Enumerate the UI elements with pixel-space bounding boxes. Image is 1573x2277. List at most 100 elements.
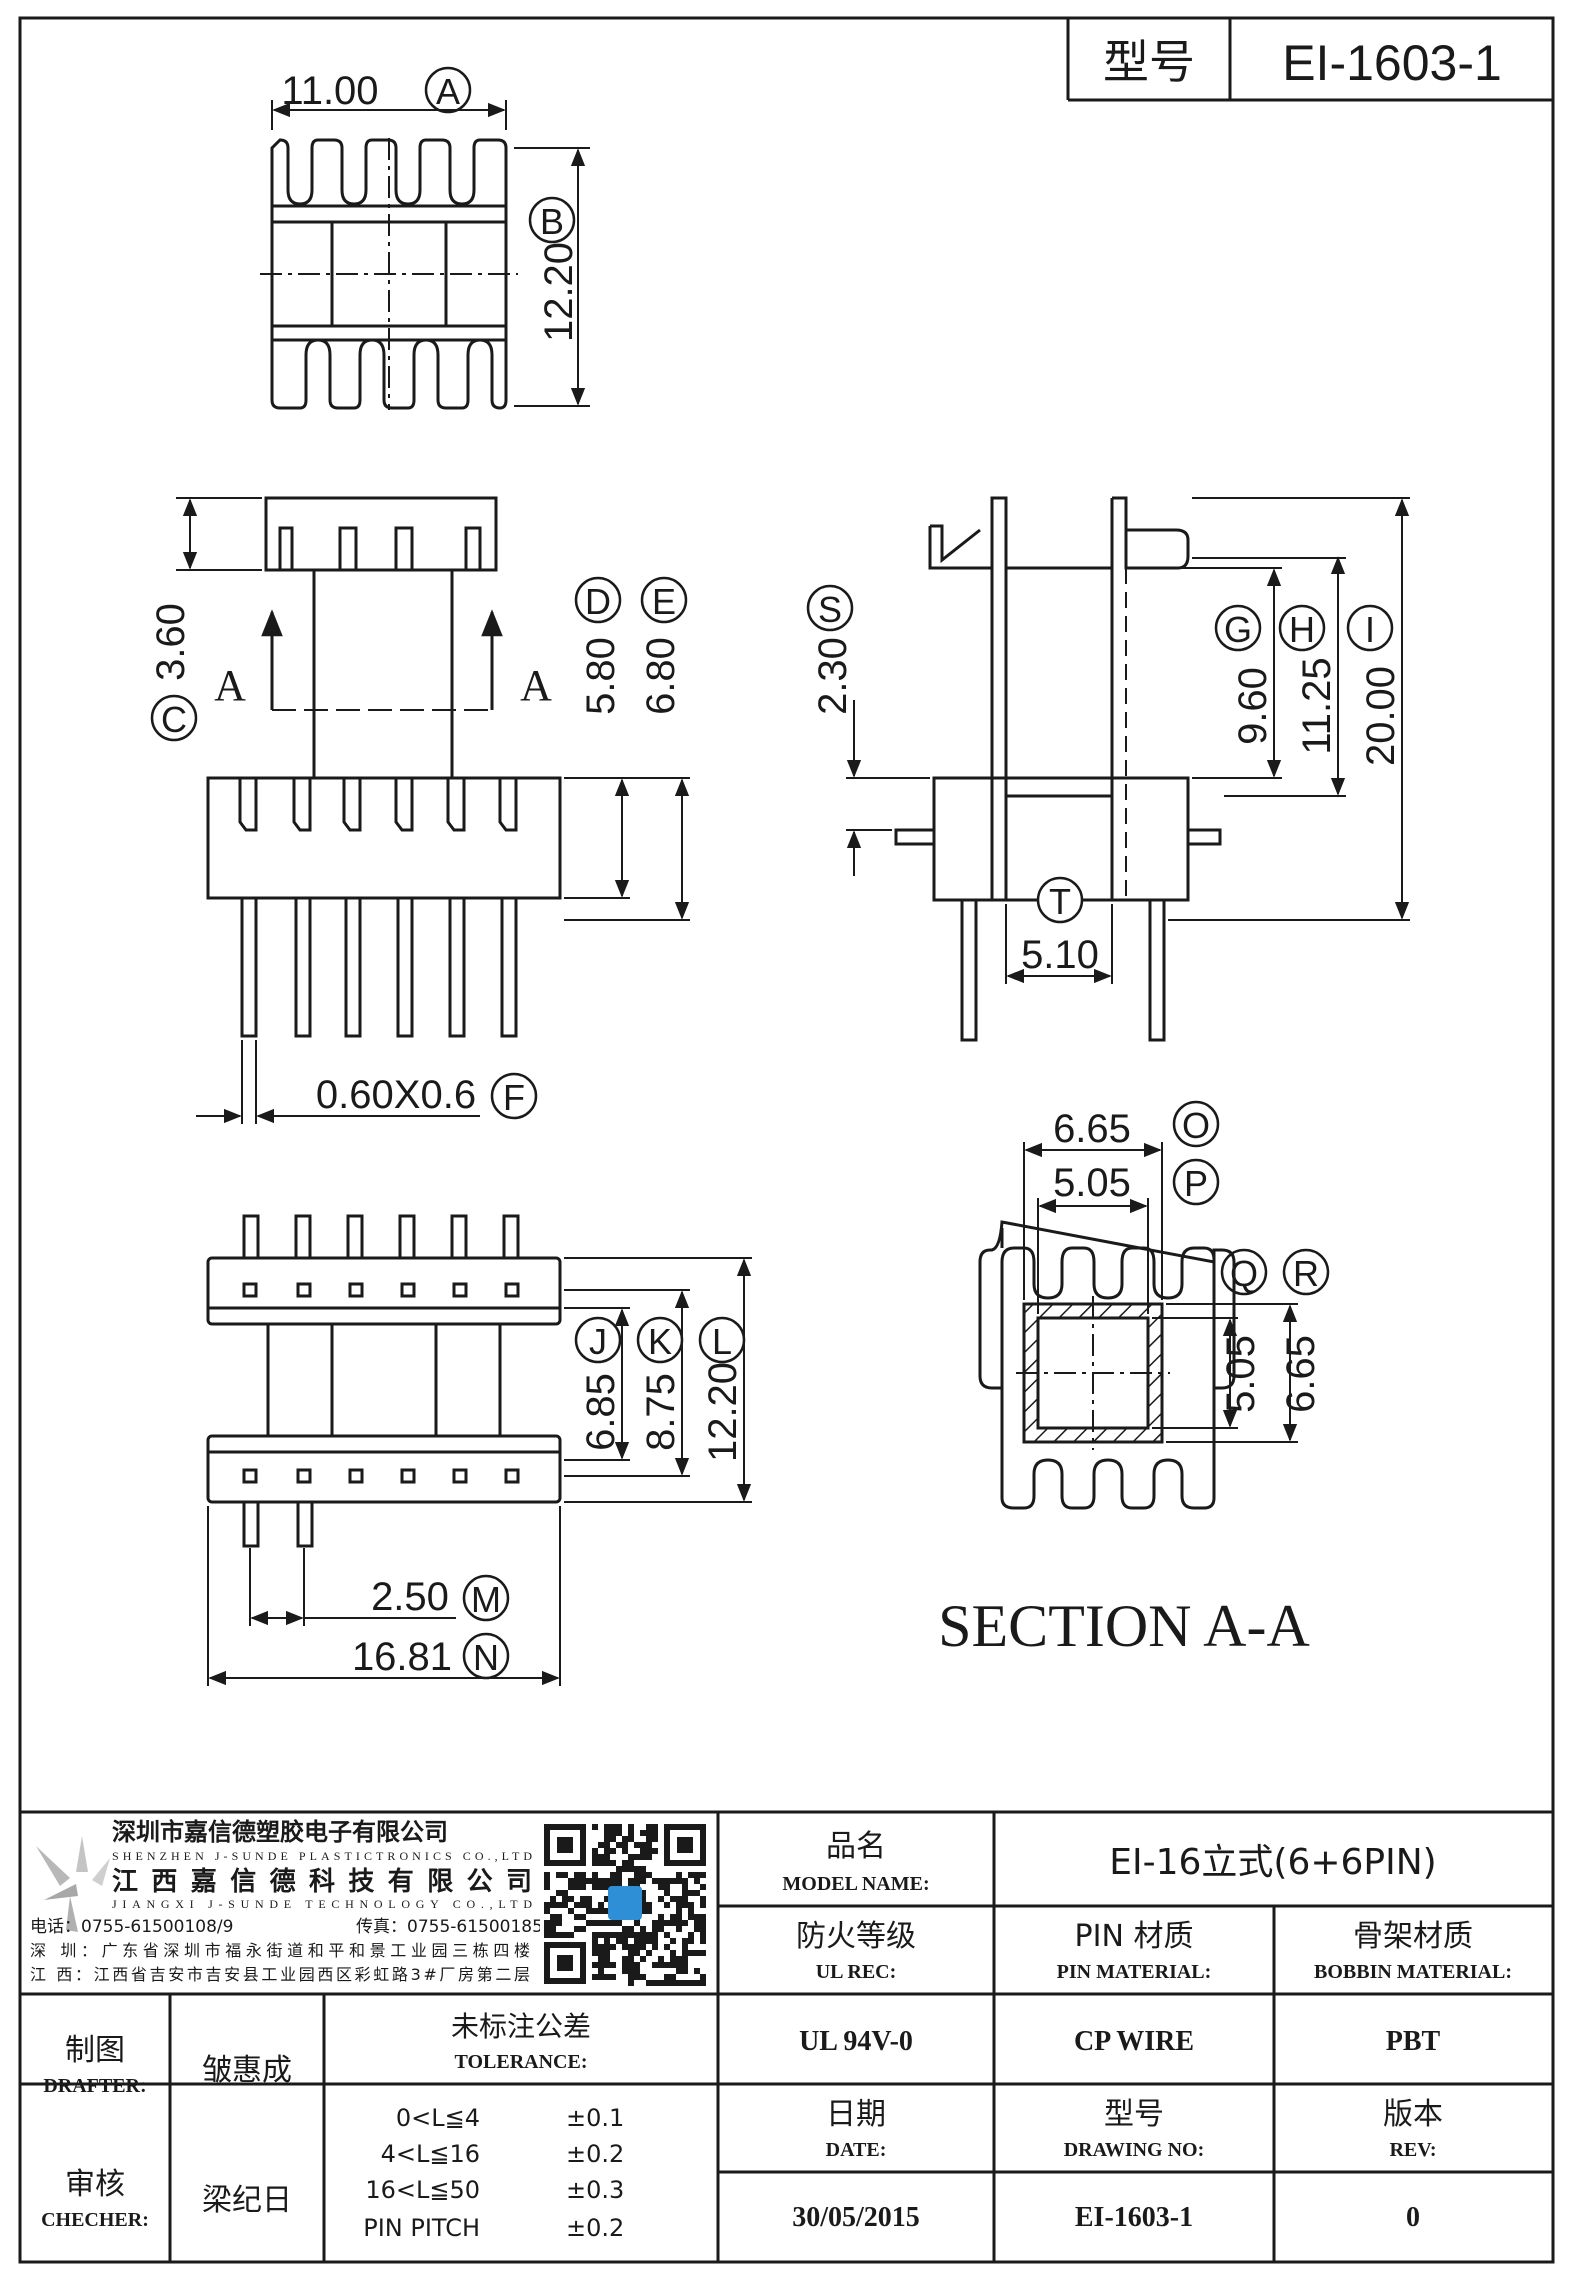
section-arrow-right-label: A [520, 661, 552, 710]
dim-d-value: 5.80 [579, 637, 623, 715]
qr-module [622, 1866, 628, 1872]
qr-module [652, 1824, 658, 1830]
qr-module [700, 1980, 706, 1986]
qr-module [628, 1968, 634, 1974]
qr-module [598, 1962, 604, 1968]
qr-module [652, 1848, 658, 1854]
rev-label-cn: 版本 [1383, 2097, 1443, 2132]
qr-module [664, 1878, 670, 1884]
qr-module [586, 1896, 592, 1902]
qr-module [604, 1830, 610, 1836]
qr-module [694, 1872, 700, 1878]
qr-module [598, 1902, 604, 1908]
qr-module [562, 1902, 568, 1908]
qr-module [634, 1968, 640, 1974]
qr-module [604, 1962, 610, 1968]
qr-module [694, 1926, 700, 1932]
qr-module [592, 1860, 598, 1866]
pin-material-value: CP WIRE [1074, 2026, 1194, 2057]
qr-module [610, 1872, 616, 1878]
dim-t: 5.10 T [1005, 876, 1113, 984]
qr-module [544, 1908, 550, 1914]
qr-module [646, 1938, 652, 1944]
dim-e-value: 6.80 [639, 637, 683, 715]
qr-module [682, 1890, 688, 1896]
drafter-value: 皱惠成 [202, 2053, 292, 2088]
marker-k: K [648, 1321, 672, 1362]
qr-module [628, 1926, 634, 1932]
qr-module [604, 1824, 610, 1830]
qr-module [628, 1836, 634, 1842]
qr-module [550, 1926, 556, 1932]
qr-module [562, 1896, 568, 1902]
bottom-view [206, 1214, 562, 1548]
qr-module [646, 1950, 652, 1956]
qr-module [610, 1944, 616, 1950]
qr-module [646, 1980, 652, 1986]
tolerance-value: ±0.2 [566, 2140, 624, 2168]
qr-module [580, 1926, 586, 1932]
qr-module [640, 1926, 646, 1932]
qr-module [592, 1908, 598, 1914]
qr-module [640, 1896, 646, 1902]
qr-module [658, 1956, 664, 1962]
qr-module [616, 1938, 622, 1944]
qr-module [622, 1968, 628, 1974]
tolerance-range: 16<L≦50 [365, 2176, 480, 2204]
dim-q-value: 5.05 [1219, 1335, 1263, 1413]
qr-module [664, 1884, 670, 1890]
qr-module [598, 1884, 604, 1890]
qr-module [640, 1908, 646, 1914]
dim-b-value: 12.20 [537, 242, 581, 342]
qr-module [652, 1836, 658, 1842]
qr-module [622, 1962, 628, 1968]
tolerance-range: 4<L≦16 [381, 2140, 480, 2168]
qr-module [628, 1854, 634, 1860]
qr-module [646, 1836, 652, 1842]
qr-module [628, 1866, 634, 1872]
qr-module [682, 1884, 688, 1890]
qr-module [616, 1878, 622, 1884]
checker-value: 梁纪日 [202, 2183, 292, 2218]
qr-module [610, 1830, 616, 1836]
qr-module [592, 1854, 598, 1860]
tolerance-range: PIN PITCH [363, 2214, 480, 2242]
qr-module [610, 1848, 616, 1854]
company-logo [36, 1836, 110, 1932]
qr-module [586, 1878, 592, 1884]
company-phone: 电话：0755-61500108/9 [30, 1917, 233, 1937]
marker-m: M [471, 1579, 501, 1620]
company-address-jx: 江 西：江西省吉安市吉安县工业园西区彩虹路3#厂房第二层 [30, 1965, 530, 1984]
company-name-cn-1: 深圳市嘉信德塑胶电子有限公司 [112, 1818, 448, 1846]
qr-module [592, 1884, 598, 1890]
qr-module [544, 1926, 550, 1932]
qr-module [604, 1908, 610, 1914]
qr-module [700, 1926, 706, 1932]
qr-module [652, 1980, 658, 1986]
qr-module [652, 1920, 658, 1926]
qr-module [604, 1938, 610, 1944]
qr-module [550, 1896, 556, 1902]
qr-module [688, 1902, 694, 1908]
qr-module [628, 1824, 634, 1830]
qr-module [622, 1860, 628, 1866]
qr-module [622, 1938, 628, 1944]
qr-module [688, 1938, 694, 1944]
qr-module [634, 1878, 640, 1884]
qr-module [592, 1950, 598, 1956]
qr-module [592, 1878, 598, 1884]
qr-module [610, 1878, 616, 1884]
qr-module [676, 1878, 682, 1884]
qr-module [556, 1914, 562, 1920]
front-view [206, 496, 562, 1038]
qr-module [640, 1902, 646, 1908]
dim-s: 2.30 S [806, 584, 930, 876]
qr-module [568, 1908, 574, 1914]
qr-module [676, 1896, 682, 1902]
qr-module [610, 1932, 616, 1938]
qr-module [634, 1962, 640, 1968]
qr-module [628, 1860, 634, 1866]
qr-module [556, 1872, 562, 1878]
ul-value: UL 94V-0 [799, 2026, 913, 2057]
qr-module [640, 1830, 646, 1836]
